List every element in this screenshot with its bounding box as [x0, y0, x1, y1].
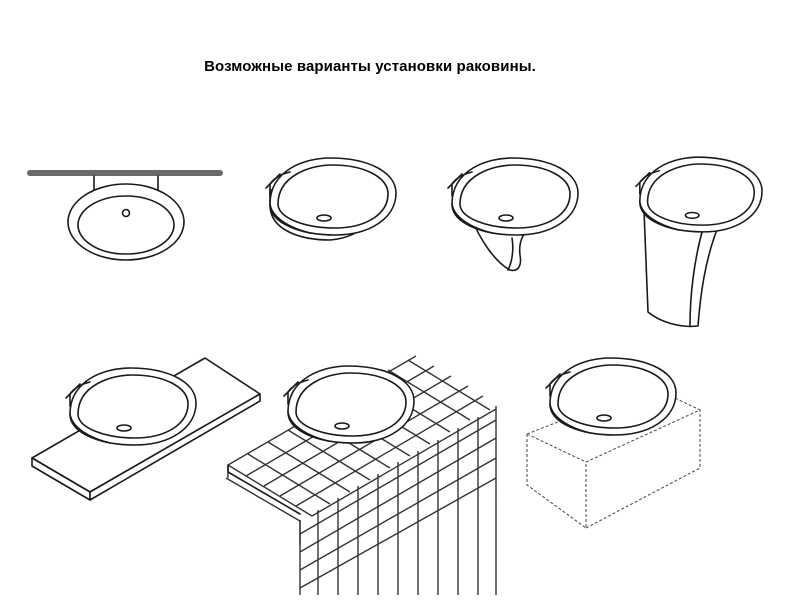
variant-countertop: [31, 357, 261, 501]
variant-wall-hung: [265, 157, 397, 241]
variant-full-pedestal: [635, 156, 763, 328]
variant-wall-bracket: [27, 170, 223, 261]
page-title: Возможные варианты установки раковины.: [204, 58, 536, 75]
variant-semi-pedestal: [447, 157, 579, 272]
variant-cabinet: [525, 357, 702, 530]
variant-tiled-base: [225, 355, 497, 595]
